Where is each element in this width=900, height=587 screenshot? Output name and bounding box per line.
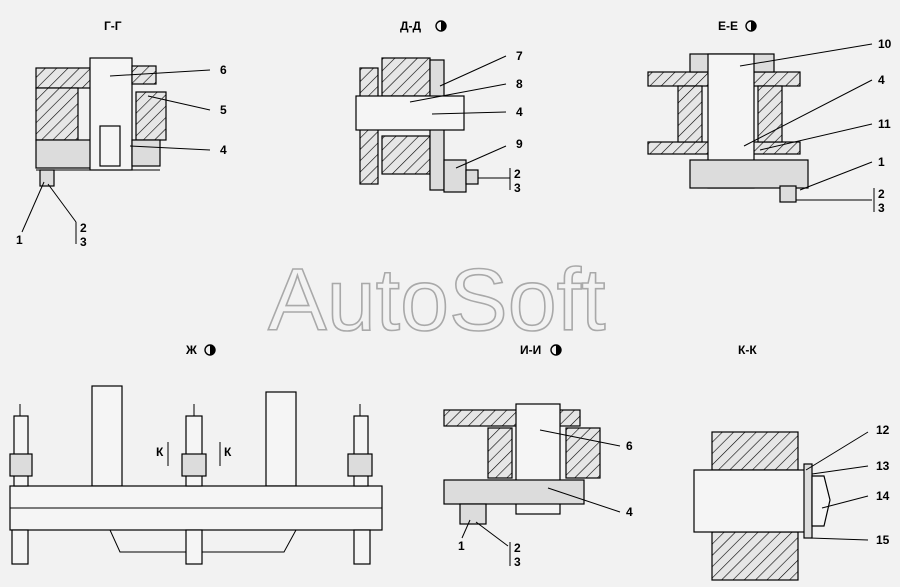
view-i-label-4: 4 (626, 505, 633, 519)
view-d-ref-bottom: 3 (514, 181, 521, 195)
rotated-view-icon (550, 344, 562, 356)
post-left (9, 404, 33, 565)
view-k-label-14: 14 (876, 489, 890, 503)
watermark: AutoSoft (268, 250, 606, 349)
view-k-label-13: 13 (876, 459, 890, 473)
view-k-label-12: 12 (876, 423, 890, 437)
view-e-ref-bottom: 3 (878, 201, 885, 215)
view-zh-section-mark-left: К (156, 445, 164, 459)
view-g-label-1: 1 (16, 233, 23, 247)
view-zh: Ж К К (9, 343, 383, 565)
view-k: К-К 12 13 14 15 (693, 343, 890, 581)
view-e-label-11: 11 (878, 117, 891, 131)
view-g-ref-top: 2 (80, 221, 87, 235)
view-zh-section-mark-right: К (224, 445, 232, 459)
view-k-title: К-К (738, 343, 757, 357)
view-e-ref-top: 2 (878, 187, 885, 201)
post-right (347, 404, 373, 565)
view-d-label-7: 7 (516, 49, 523, 63)
view-e-label-4: 4 (878, 73, 885, 87)
view-e-label-1: 1 (878, 155, 885, 169)
rotated-view-icon (435, 20, 447, 32)
view-i: И-И 6 4 1 2 3 (443, 343, 633, 569)
rotated-view-icon (745, 20, 757, 32)
view-zh-title: Ж (185, 343, 197, 357)
view-i-ref-top: 2 (514, 541, 521, 555)
view-g-label-6: 6 (220, 63, 227, 77)
view-k-label-15: 15 (876, 533, 890, 547)
view-e: Е-Е 10 4 11 1 2 3 (647, 19, 892, 215)
view-g: Г-Г 6 5 4 1 2 3 (16, 19, 227, 249)
view-g-ref-bottom: 3 (80, 235, 87, 249)
view-i-ref-bottom: 3 (514, 555, 521, 569)
post-middle (181, 404, 207, 565)
view-e-label-10: 10 (878, 37, 892, 51)
view-i-label-6: 6 (626, 439, 633, 453)
view-d: Д-Д 7 8 4 9 2 3 (355, 19, 523, 195)
view-i-label-1: 1 (458, 539, 465, 553)
rotated-view-icon (204, 344, 216, 356)
view-i-title: И-И (520, 343, 541, 357)
view-e-title: Е-Е (718, 19, 738, 33)
view-g-label-4: 4 (220, 143, 227, 157)
view-d-label-8: 8 (516, 77, 523, 91)
view-g-label-5: 5 (220, 103, 227, 117)
view-d-label-4: 4 (516, 105, 523, 119)
view-d-label-9: 9 (516, 137, 523, 151)
view-d-ref-top: 2 (514, 167, 521, 181)
view-d-title: Д-Д (400, 19, 422, 33)
view-g-title: Г-Г (104, 19, 122, 33)
